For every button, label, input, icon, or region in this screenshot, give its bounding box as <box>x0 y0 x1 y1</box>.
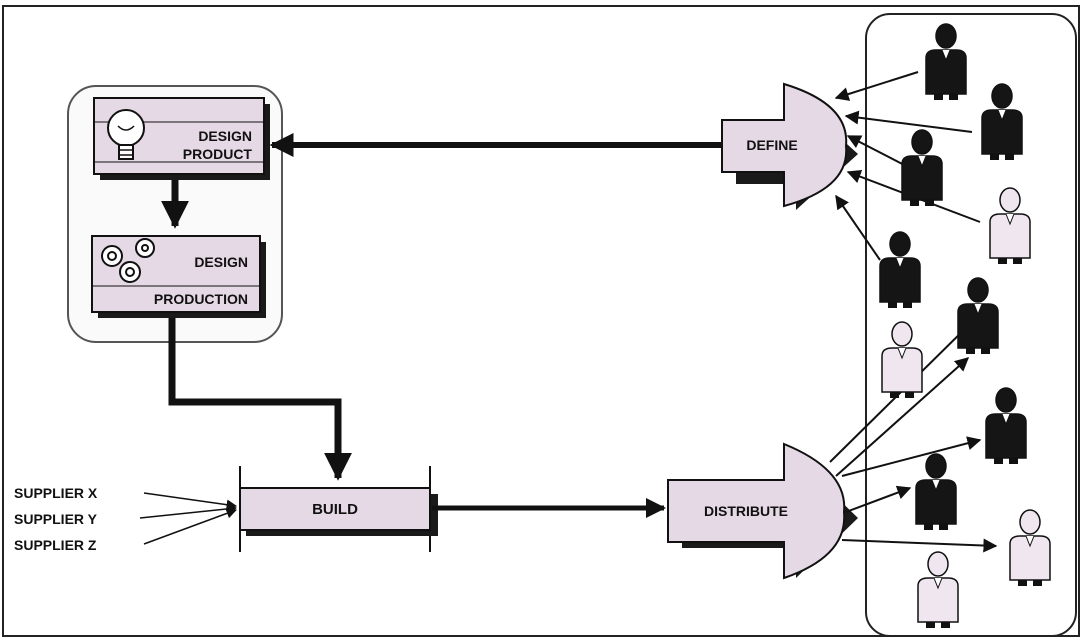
person-icon <box>902 130 942 206</box>
person-icon <box>990 188 1030 264</box>
person-icon <box>918 552 958 628</box>
supplier-z-label: SUPPLIER Z <box>14 537 97 553</box>
define-label: DEFINE <box>746 137 797 153</box>
design-production-box: DESIGN PRODUCTION <box>92 236 266 318</box>
design-product-line2: PRODUCT <box>183 146 253 162</box>
design-production-line2: PRODUCTION <box>154 291 248 307</box>
supplier-z-arrow <box>144 510 236 544</box>
supplier-y-label: SUPPLIER Y <box>14 511 98 527</box>
distribute-shape: DISTRIBUTE <box>668 444 858 578</box>
person-icon <box>982 84 1022 160</box>
supplier-x-arrow <box>144 493 236 506</box>
person-icon <box>916 454 956 530</box>
person-icon <box>882 322 922 398</box>
person-icon <box>986 388 1026 464</box>
person-icon <box>926 24 966 100</box>
build-box: BUILD <box>240 466 438 552</box>
customer-figures <box>880 24 1050 628</box>
person-icon <box>958 278 998 354</box>
define-shape: DEFINE <box>722 84 858 210</box>
supplier-y-arrow <box>140 508 236 518</box>
person-icon <box>1010 510 1050 586</box>
design-product-line1: DESIGN <box>198 128 252 144</box>
supplier-x-label: SUPPLIER X <box>14 485 98 501</box>
suppliers-group: SUPPLIER X SUPPLIER Y SUPPLIER Z <box>14 485 236 553</box>
person-icon <box>880 232 920 308</box>
design-production-line1: DESIGN <box>194 254 248 270</box>
distribute-label: DISTRIBUTE <box>704 503 788 519</box>
design-product-box: DESIGN PRODUCT <box>94 98 270 180</box>
build-label: BUILD <box>312 501 358 518</box>
